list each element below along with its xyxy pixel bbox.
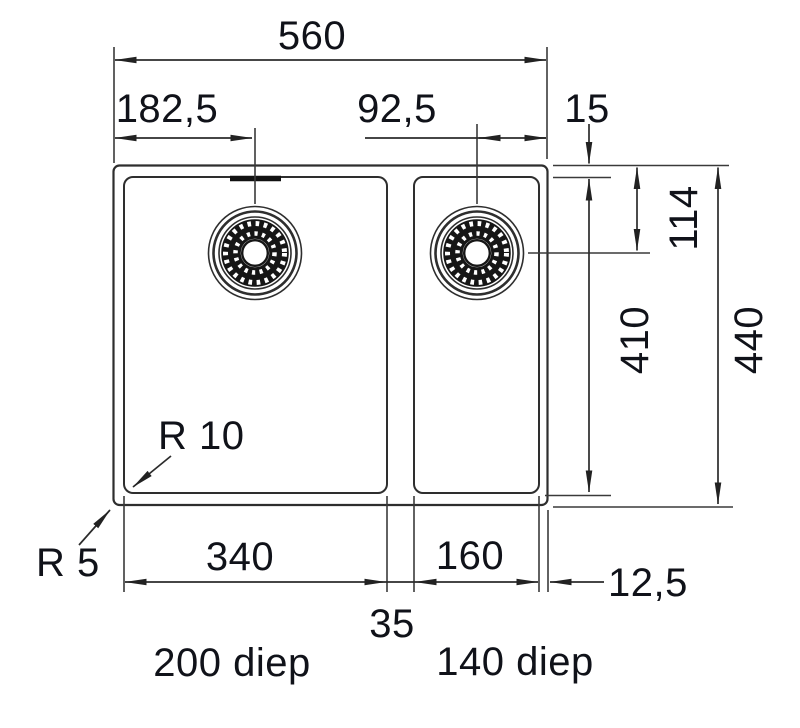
- label-left-bowl-width: 340: [206, 535, 274, 579]
- sink-outer-rim: [112, 164, 549, 507]
- leader-outer-radius: [78, 509, 111, 546]
- label-overall-width: 560: [278, 14, 346, 58]
- label-top-rim: 15: [564, 87, 610, 131]
- label-outer-radius: R 5: [36, 541, 100, 585]
- label-right-rim: 12,5: [608, 561, 688, 605]
- label-bowl-length: 410: [613, 306, 657, 374]
- label-right-bowl-depth: 140 diep: [436, 640, 593, 684]
- label-overall-length: 440: [727, 306, 771, 374]
- label-right-drain-offset: 92,5: [357, 87, 437, 131]
- label-right-bowl-width: 160: [436, 534, 504, 578]
- label-drain-depth: 114: [662, 185, 706, 250]
- label-left-drain-offset: 182,5: [116, 87, 219, 131]
- right-drain: [431, 207, 524, 300]
- left-drain: [209, 207, 302, 300]
- label-divider: 35: [369, 602, 415, 646]
- label-left-bowl-depth: 200 diep: [153, 641, 310, 685]
- label-bowl-radius: R 10: [158, 414, 245, 458]
- leader-bowl-radius: [132, 455, 172, 488]
